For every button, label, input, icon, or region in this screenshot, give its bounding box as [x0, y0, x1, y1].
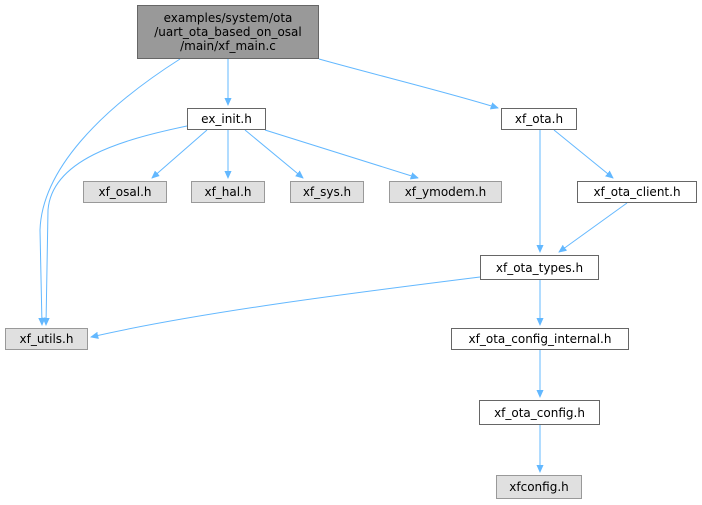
label-xf-ota-client-h: xf_ota_client.h [593, 185, 681, 199]
label-xf-sys-h: xf_sys.h [302, 185, 352, 199]
label-xfconfig-h: xfconfig.h [509, 480, 569, 494]
label-xf-ota-config-h: xf_ota_config.h [494, 405, 585, 420]
label-xf-ota-types-h: xf_ota_types.h [495, 260, 584, 275]
node-xf-utils-h[interactable]: xf_utils.h [5, 328, 88, 350]
node-xf-ota-types-h[interactable]: xf_ota_types.h [480, 255, 599, 280]
node-xf-sys-h[interactable]: xf_sys.h [290, 181, 364, 203]
label-ex-init-h: ex_init.h [201, 112, 252, 126]
label-xf-utils-h: xf_utils.h [19, 332, 74, 346]
edge-xf-ota-to-xf-ota-client [553, 129, 613, 178]
label-xf-osal-h: xf_osal.h [98, 185, 152, 199]
label-xf-hal-h: xf_hal.h [204, 185, 252, 199]
node-xf-ota-h[interactable]: xf_ota.h [501, 108, 577, 130]
node-root-xf-main-c[interactable]: examples/system/ota /uart_ota_based_on_o… [137, 5, 319, 59]
root-line-3: /main/xf_main.c [180, 39, 276, 53]
edge-root-to-xf-ota [318, 58, 498, 108]
node-xf-hal-h[interactable]: xf_hal.h [191, 181, 265, 203]
edge-ex-init-to-xf-osal [152, 129, 208, 178]
edge-ex-init-to-xf-sys [244, 129, 303, 178]
edge-ex-init-to-xf-utils [46, 125, 188, 325]
node-xf-ymodem-h[interactable]: xf_ymodem.h [389, 181, 502, 203]
node-xf-osal-h[interactable]: xf_osal.h [83, 181, 167, 203]
edge-xf-ota-types-to-xf-utils [91, 276, 481, 337]
root-line-2: /uart_ota_based_on_osal [154, 25, 302, 39]
node-ex-init-h[interactable]: ex_init.h [187, 108, 266, 130]
edge-ex-init-to-xf-ymodem [264, 129, 418, 178]
node-xfconfig-h[interactable]: xfconfig.h [496, 475, 582, 499]
label-xf-ota-h: xf_ota.h [514, 112, 564, 126]
node-xf-ota-client-h[interactable]: xf_ota_client.h [577, 181, 697, 203]
label-xf-ota-config-internal-h: xf_ota_config_internal.h [468, 332, 612, 346]
label-xf-ymodem-h: xf_ymodem.h [404, 185, 487, 199]
node-xf-ota-config-internal-h[interactable]: xf_ota_config_internal.h [451, 328, 629, 350]
node-xf-ota-config-h[interactable]: xf_ota_config.h [479, 400, 600, 425]
edge-xf-ota-client-to-xf-ota-types [559, 202, 628, 252]
edge-root-to-xf-utils [40, 58, 181, 325]
root-line-1: examples/system/ota [163, 11, 293, 25]
